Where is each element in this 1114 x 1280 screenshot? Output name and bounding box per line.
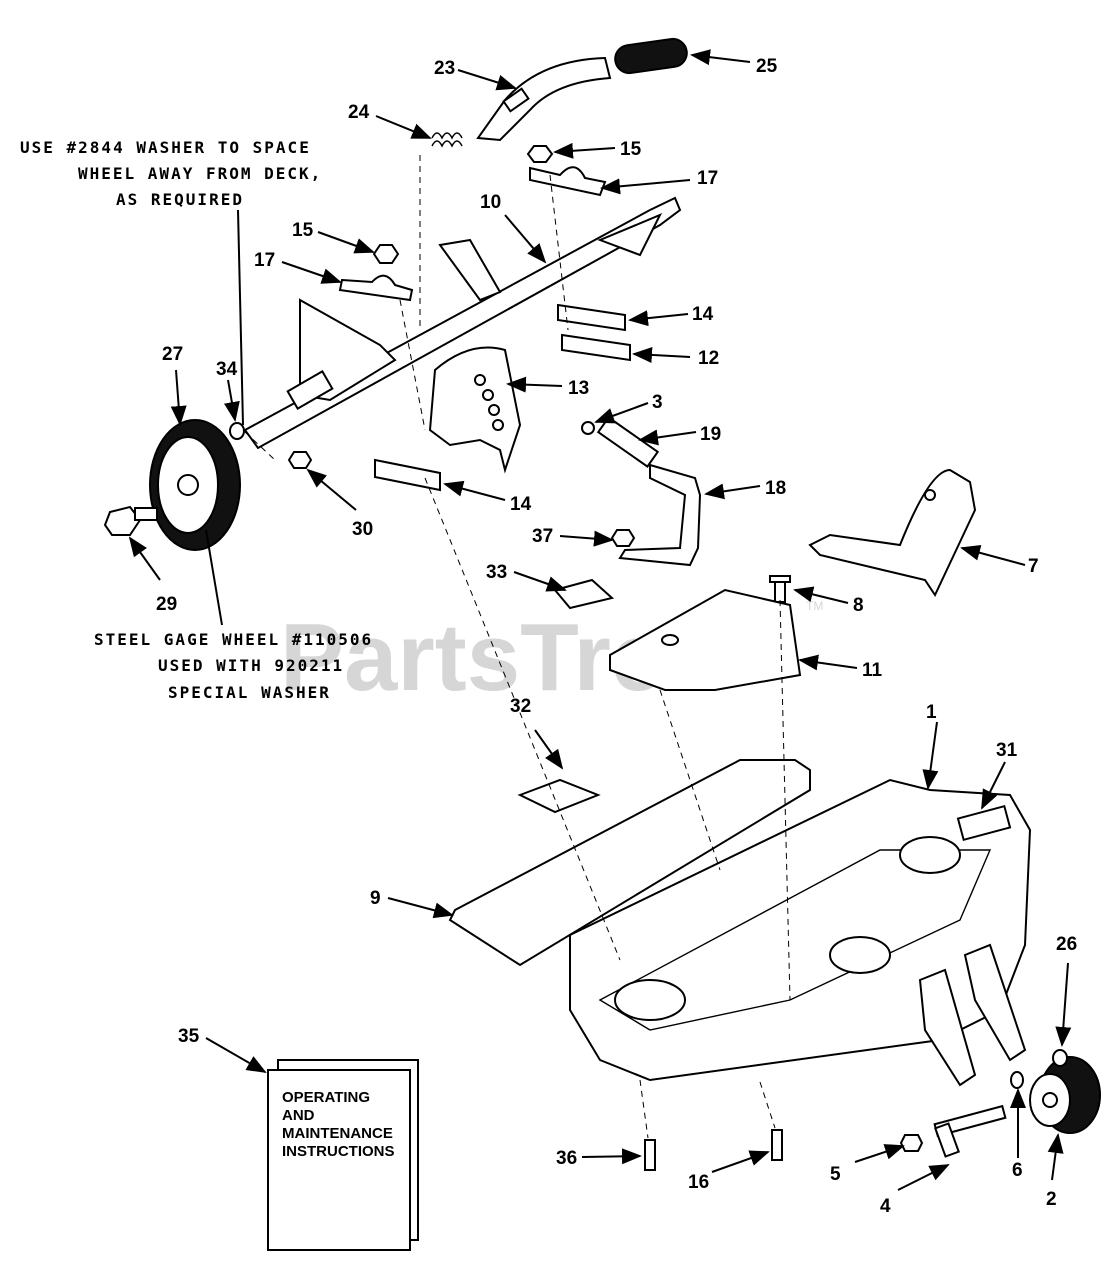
part-33-decal [553, 578, 615, 610]
part-34-washer [229, 422, 245, 440]
callout-leaders [128, 49, 1072, 1191]
part-17-bracket-left [338, 274, 414, 302]
part-15-nut-right [526, 145, 554, 163]
callout-10: 10 [480, 192, 501, 213]
callout-31: 31 [996, 740, 1018, 761]
callout-7: 7 [1028, 556, 1039, 577]
part-16-bolt [771, 1129, 783, 1161]
callout-8: 8 [853, 595, 864, 616]
gage-note-line2: USED WITH 920211 [158, 656, 344, 675]
callout-14-lower: 14 [510, 494, 532, 515]
part-14-plate-upper [557, 303, 626, 332]
part-8-bolt [769, 575, 791, 603]
part-13-adjustment-plate [428, 346, 522, 474]
callout-4: 4 [880, 1196, 891, 1217]
part-5-screw [899, 1134, 924, 1152]
part-7-belt-cover [808, 468, 977, 598]
callout-26: 26 [1056, 934, 1077, 955]
callout-19: 19 [700, 424, 721, 445]
part-17-bracket-right [529, 166, 607, 197]
part-4-axle-bolt [933, 1104, 1007, 1158]
callout-1: 1 [926, 702, 937, 723]
part-37-nut [610, 529, 636, 547]
gage-note-line1: STEEL GAGE WHEEL #110506 [94, 630, 373, 649]
callout-18: 18 [765, 478, 786, 499]
alignment-lines [244, 155, 791, 1139]
washer-note-line2: WHEEL AWAY FROM DECK, [78, 164, 322, 183]
part-1-mower-deck [569, 778, 1032, 1082]
callout-34: 34 [216, 359, 238, 380]
callout-15-right: 15 [620, 139, 642, 160]
part-6-washer [1010, 1071, 1024, 1089]
callout-17-right: 17 [697, 168, 718, 189]
manual-line3: MAINTENANCE [282, 1125, 393, 1142]
callout-24: 24 [348, 102, 370, 123]
callout-17-left: 17 [254, 250, 275, 271]
callout-27: 27 [162, 344, 183, 365]
part-25-handle-grip [614, 37, 688, 75]
part-18-lift-link [618, 463, 702, 567]
part-2-deck-wheel [1029, 1056, 1101, 1134]
callout-15-left: 15 [292, 220, 314, 241]
manual-line1: OPERATING [282, 1089, 370, 1106]
callout-37: 37 [532, 526, 553, 547]
callout-29: 29 [156, 594, 177, 615]
part-12-plate [561, 333, 631, 362]
callout-33: 33 [486, 562, 507, 583]
callout-3: 3 [652, 392, 663, 413]
callout-2: 2 [1046, 1189, 1057, 1210]
callout-32: 32 [510, 696, 531, 717]
part-30-nut [287, 451, 313, 469]
part-3-nut [581, 421, 595, 435]
part-19-pin [596, 416, 660, 468]
callout-23: 23 [434, 58, 455, 79]
callout-16: 16 [688, 1172, 709, 1193]
part-32-decal [517, 778, 601, 814]
deck-wheel-bracket [918, 943, 1027, 1087]
manual-line4: INSTRUCTIONS [282, 1143, 395, 1160]
part-15-nut-left [372, 244, 400, 264]
part-35-manual [267, 1059, 419, 1251]
part-10-lift-rod [243, 196, 682, 450]
part-29-bolt [103, 505, 158, 536]
callout-36: 36 [556, 1148, 577, 1169]
manual-line2: AND [282, 1107, 315, 1124]
callout-13: 13 [568, 378, 589, 399]
part-11-pulley-cover [609, 588, 802, 691]
callout-14-upper: 14 [692, 304, 714, 325]
washer-note-line3: AS REQUIRED [116, 190, 244, 209]
part-9-discharge-deflector [448, 759, 811, 967]
callout-12: 12 [698, 348, 719, 369]
callout-30: 30 [352, 519, 373, 540]
callout-11: 11 [862, 660, 883, 681]
callout-5: 5 [830, 1164, 841, 1185]
washer-note-line1: USE #2844 WASHER TO SPACE [20, 138, 311, 157]
callout-35: 35 [178, 1026, 200, 1047]
callout-25: 25 [756, 56, 778, 77]
part-26-nut [1052, 1049, 1068, 1067]
part-36-bolt [644, 1139, 656, 1171]
part-23-lift-handle [476, 56, 612, 142]
gage-note-line3: SPECIAL WASHER [168, 683, 331, 702]
part-27-gage-wheel [149, 419, 241, 551]
watermark-trademark: TM [806, 599, 823, 613]
part-24-spring [431, 132, 463, 148]
callout-6: 6 [1012, 1160, 1023, 1181]
callout-9: 9 [370, 888, 381, 909]
part-14-plate-lower [374, 458, 441, 492]
